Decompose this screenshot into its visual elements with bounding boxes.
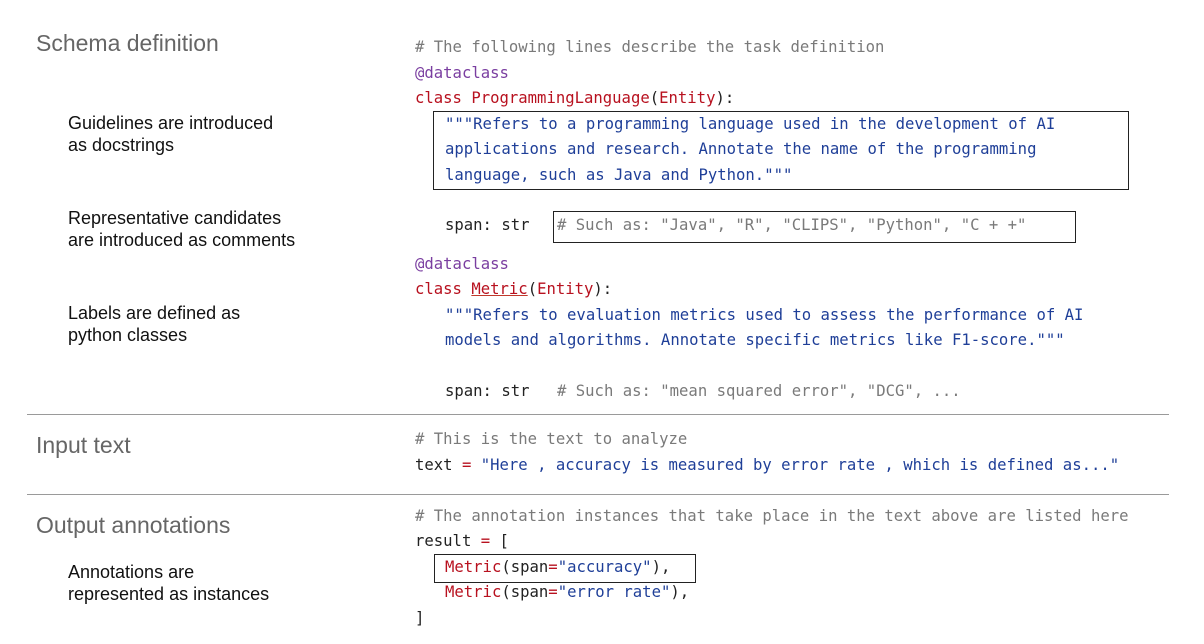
note-guidelines: Guidelines are introduced as docstrings: [68, 112, 273, 156]
span-candidates-comment-2: # Such as: "mean squared error", "DCG", …: [557, 382, 961, 400]
code-decorator-1: @dataclass: [415, 64, 509, 82]
code-list-close: ]: [415, 609, 425, 627]
comment-highlight-box: [553, 211, 1076, 243]
docstring-1-line-3: language, such as Java and Python.""": [445, 166, 793, 184]
docstring-1-line-2: applications and research. Annotate the …: [445, 140, 1037, 158]
annotation-instance-2: Metric(span="error rate"),: [445, 583, 690, 601]
docstring-1-line-1: """Refers to a programming language used…: [445, 115, 1056, 133]
section-divider-1: [27, 414, 1169, 415]
note-labels-line-1: Labels are defined as: [68, 303, 241, 323]
code-class-line-1: class ProgrammingLanguage(Entity):: [415, 89, 735, 107]
code-text-assignment: text = "Here , accuracy is measured by e…: [415, 456, 1120, 474]
code-decorator-2: @dataclass: [415, 255, 509, 273]
annotation-instance-1: Metric(span="accuracy"),: [445, 558, 671, 576]
note-annotations-line-1: Annotations are: [68, 562, 195, 582]
class-keyword: class: [415, 89, 462, 107]
code-class-line-2: class Metric(Entity):: [415, 280, 613, 298]
span-declaration-1: span: str: [445, 216, 530, 234]
span-candidates-comment-1: # Such as: "Java", "R", "CLIPS", "Python…: [557, 216, 1027, 234]
docstring-2-line-2: models and algorithms. Annotate specific…: [445, 331, 1065, 349]
note-annotations-line-2: represented as instances: [68, 584, 270, 604]
code-output-comment: # The annotation instances that take pla…: [415, 507, 1129, 525]
code-result-assignment: result = [: [415, 532, 509, 550]
note-guidelines-line-1: Guidelines are introduced: [68, 113, 274, 133]
class-name-programming-language: ProgrammingLanguage: [471, 89, 650, 107]
class-name-metric: Metric: [471, 280, 528, 298]
code-block: # The following lines describe the task …: [415, 38, 1129, 627]
section-title-input: Input text: [36, 432, 131, 458]
note-candidates-line-2: are introduced as comments: [68, 230, 296, 250]
code-task-comment: # The following lines describe the task …: [415, 38, 885, 56]
section-title-schema: Schema definition: [36, 30, 219, 56]
span-declaration-2: span: str: [445, 382, 530, 400]
class-base: Entity: [659, 89, 716, 107]
note-annotations: Annotations are represented as instances: [68, 561, 269, 605]
code-input-comment: # This is the text to analyze: [415, 430, 688, 448]
note-labels-line-2: python classes: [68, 325, 188, 345]
instance-highlight-box: [434, 554, 696, 583]
note-candidates-line-1: Representative candidates: [68, 208, 282, 228]
note-candidates: Representative candidates are introduced…: [68, 207, 295, 251]
input-text-value: "Here , accuracy is measured by error ra…: [480, 456, 1120, 474]
section-divider-2: [27, 494, 1169, 495]
note-labels: Labels are defined as python classes: [68, 302, 240, 346]
docstring-highlight-box: [433, 111, 1129, 190]
section-title-output: Output annotations: [36, 512, 231, 538]
note-guidelines-line-2: as docstrings: [68, 135, 175, 155]
docstring-2-line-1: """Refers to evaluation metrics used to …: [445, 306, 1084, 324]
